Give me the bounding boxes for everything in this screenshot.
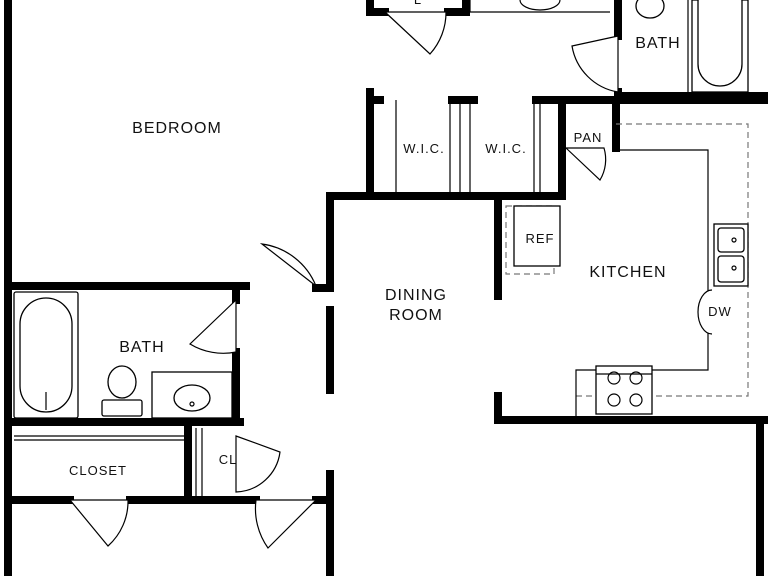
labels: BEDROOM BATH BATH CLOSET CL W.I.C. W.I.C… — [69, 0, 732, 478]
bath-left-label: BATH — [119, 339, 164, 356]
toilet-icon — [107, 365, 137, 399]
partitions — [14, 0, 689, 496]
fixtures — [13, 0, 749, 419]
bath-top-label: BATH — [635, 35, 680, 52]
refrigerator-label: REF — [526, 231, 555, 246]
cl-label: CL — [219, 452, 238, 467]
linen-label: L — [414, 0, 422, 7]
walls — [4, 0, 768, 576]
room-label: ROOM — [389, 307, 443, 324]
dining-label: DINING — [385, 287, 447, 304]
closet-label: CLOSET — [69, 463, 127, 478]
stove-icon — [595, 365, 653, 415]
top-toilet-icon — [635, 0, 665, 19]
bedroom-label: BEDROOM — [132, 120, 222, 137]
refrigerator-icon — [513, 205, 561, 267]
wic-2-label: W.I.C. — [485, 141, 526, 156]
dishwasher-label: DW — [708, 304, 732, 319]
pantry-label: PAN — [574, 130, 603, 145]
wic-1-label: W.I.C. — [403, 141, 444, 156]
kitchen-label: KITCHEN — [589, 264, 666, 281]
doors — [68, 11, 619, 549]
